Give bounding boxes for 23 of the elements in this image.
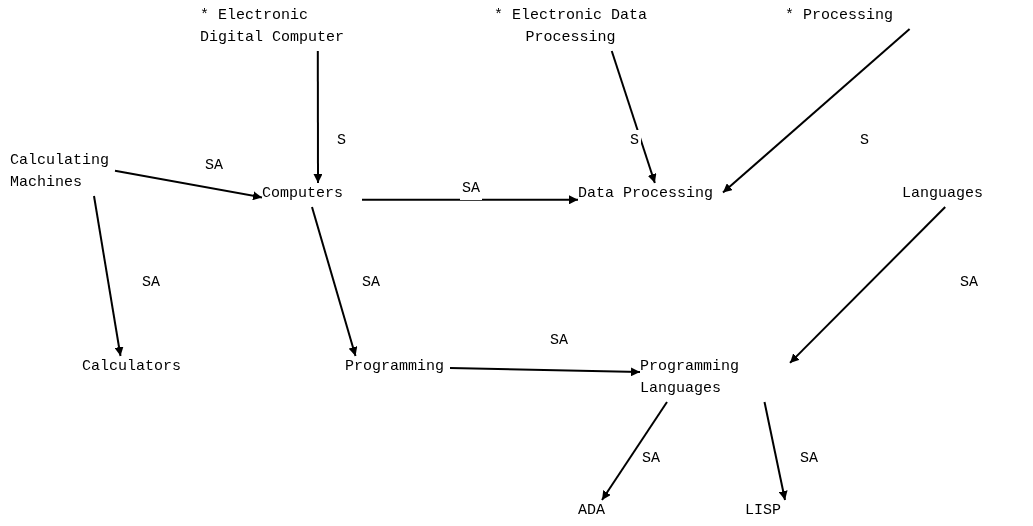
node-label: Data Processing [578,184,715,204]
arrow [610,50,657,184]
node-label: Programming Languages [640,357,741,399]
node-label: LISP [745,501,782,521]
node-label: Programming [345,357,446,377]
node-label: Languages [902,184,984,204]
arrow [763,401,788,501]
arrow [311,206,358,357]
arrow [114,169,263,201]
node-label: Computers [262,184,344,204]
arrow [601,401,668,501]
arrow [722,28,911,194]
node-label: * Electronic Data Processing [493,6,648,48]
node-label: * Electronic Digital Computer [200,6,346,48]
arrow [313,50,323,184]
node-label: ADA [578,501,606,521]
arrow [361,195,579,205]
node-label: Calculators [82,357,183,377]
arrow [93,195,124,357]
arrow [789,206,947,364]
node-label: Calculating Machines [10,151,111,193]
node-label: * Processing [785,6,895,26]
arrow [449,367,641,377]
